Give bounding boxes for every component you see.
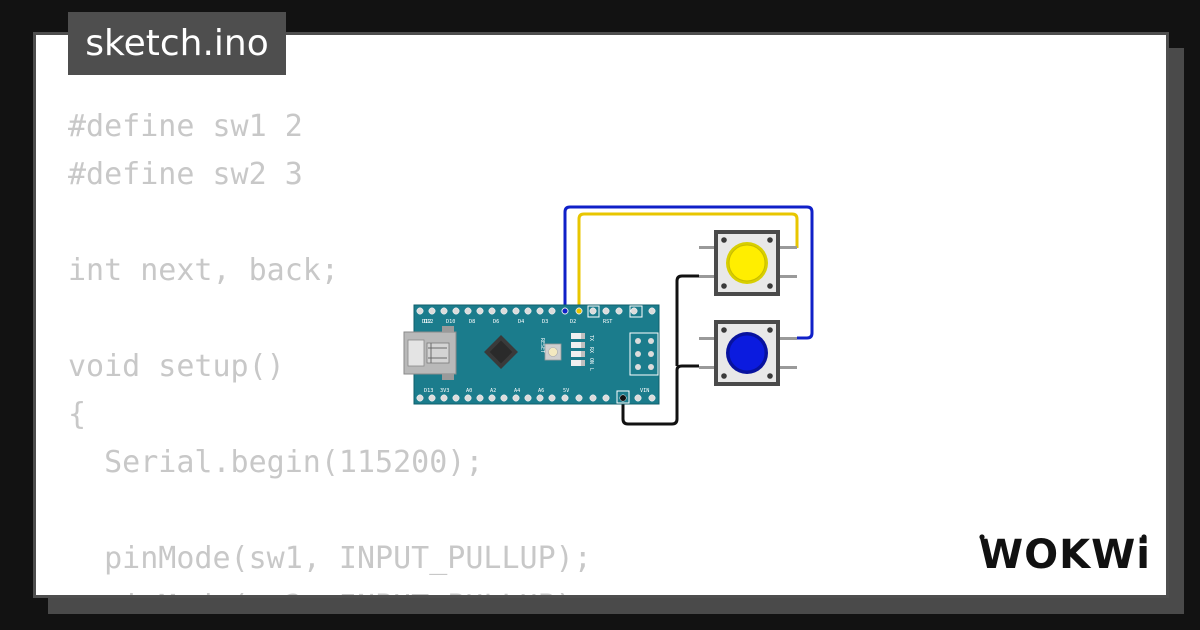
pin-label: A2 — [490, 388, 496, 394]
pin-label: D13 — [424, 388, 433, 394]
pin-label: D8 — [469, 319, 475, 325]
blue-pushbutton[interactable] — [699, 320, 797, 386]
pin-label: 5V — [563, 388, 569, 394]
pin-label: A6 — [538, 388, 544, 394]
led-label-on: ON — [588, 358, 594, 364]
wokwi-logo-text: WOKWi — [979, 532, 1150, 576]
code-line: void setup() — [68, 349, 285, 384]
pin-label: A4 — [514, 388, 520, 394]
pin-label: D10 — [446, 319, 455, 325]
pin-label: VIN — [640, 388, 649, 394]
led-label-rx: RX — [588, 347, 594, 353]
file-tab[interactable]: sketch.ino — [68, 12, 286, 75]
pin-label: D2 — [570, 319, 576, 325]
pin-label: D12 — [424, 319, 433, 325]
yellow-pushbutton[interactable] — [699, 230, 797, 296]
pin-label: D6 — [493, 319, 499, 325]
top-pin-labels-text: D12 — [422, 319, 431, 325]
icsp-header — [629, 332, 659, 376]
wire-d2-yellow — [577, 212, 799, 312]
code-line: #define sw2 3 — [68, 157, 303, 192]
led-label-l: L — [588, 368, 594, 371]
status-leds — [571, 333, 585, 366]
usb-connector — [403, 326, 457, 380]
pin-label: D3 — [542, 319, 548, 325]
wire-gnd-bridge — [675, 274, 699, 366]
code-line: #define sw1 2 — [68, 109, 303, 144]
code-line: Serial.begin(115200); — [68, 445, 484, 480]
led-label-tx: TX — [588, 335, 594, 341]
code-line: pinMode(sw1, INPUT_PULLUP); — [68, 541, 592, 576]
code-block: #define sw1 2 #define sw2 3 int next, back… — [68, 103, 592, 595]
code-line: { — [68, 397, 87, 432]
code-line — [68, 487, 592, 535]
reset-button[interactable] — [544, 343, 562, 361]
pin-label: 3V3 — [440, 388, 449, 394]
circuit-diagram: D12 D12 D10 D8 D6 D4 D3 D2 RST D13 3V3 A… — [403, 205, 814, 426]
pin-label: A0 — [466, 388, 472, 394]
top-pin-labels: D12 — [422, 319, 431, 325]
reset-label: RESET — [539, 338, 545, 353]
code-line: pinMode(sw2, INPUT_PULLUP); — [68, 583, 592, 595]
wire-gnd-black — [621, 364, 699, 426]
microcontroller-chip — [484, 335, 518, 369]
code-line: int next, back; — [68, 253, 339, 288]
file-tab-label: sketch.ino — [85, 23, 269, 64]
arduino-nano-board[interactable]: D12 D12 D10 D8 D6 D4 D3 D2 RST D13 3V3 A… — [403, 304, 660, 405]
pin-label: D4 — [518, 319, 524, 325]
wokwi-logo: WOKWi — [979, 532, 1150, 576]
wire-d3-blue — [563, 205, 814, 340]
pin-label: RST — [603, 319, 612, 325]
